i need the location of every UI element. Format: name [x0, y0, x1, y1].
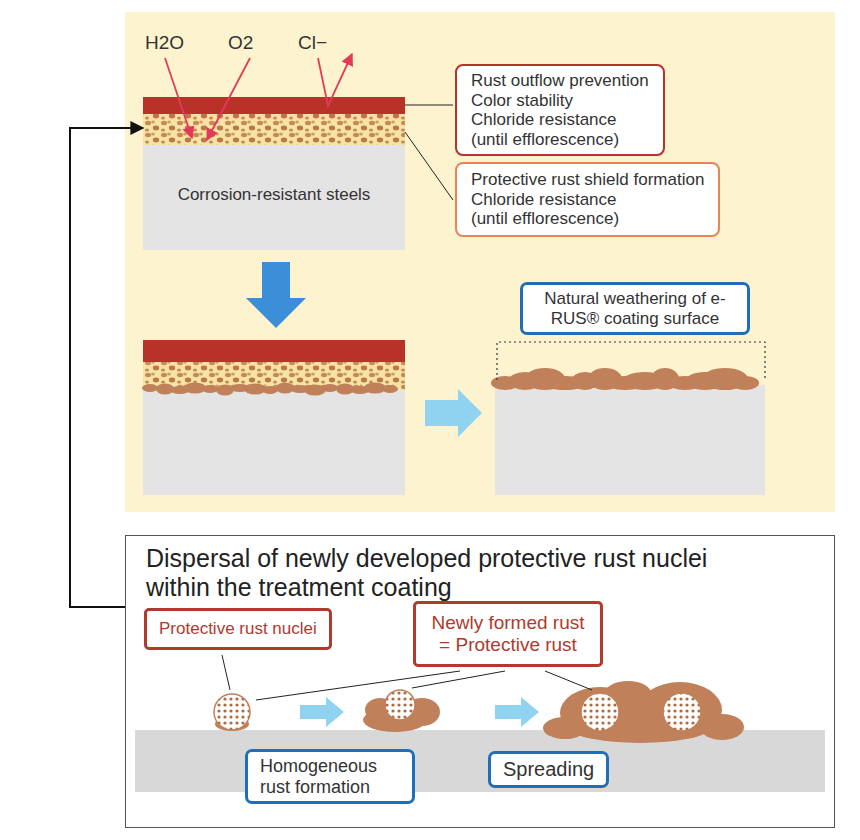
- steel-block-rusting: [322, 384, 338, 392]
- rust-nucleus: [214, 694, 250, 731]
- node-text: Protective rust nuclei: [159, 619, 317, 639]
- leader-line: [405, 105, 453, 106]
- steel-block-weathered: [495, 385, 765, 495]
- step-arrow: [300, 697, 344, 727]
- penetration-arrow: [165, 58, 192, 138]
- penetration-arrow: [318, 54, 352, 106]
- steel-block-rusting: [202, 385, 218, 393]
- steel-block-rusting: [142, 340, 405, 495]
- steel-block-rusting: [142, 384, 158, 392]
- callout-box: Newly formed rust = Protective rust: [413, 601, 603, 667]
- leader-line: [256, 671, 460, 700]
- penetration-arrow: [165, 54, 352, 140]
- right-arrow: [425, 389, 482, 437]
- steel-block-rusting: [262, 386, 278, 394]
- node-text: Spreading: [503, 758, 594, 781]
- rust-growth: [363, 690, 440, 732]
- node-text: Dispersal of newly developed protective …: [146, 544, 736, 602]
- steel-block-rusting: [143, 390, 405, 495]
- node-text: Corrosion-resistant steels: [143, 185, 405, 205]
- node-text: Color stability: [471, 91, 649, 111]
- penetration-arrow: [207, 58, 250, 140]
- callout-box: Rust outflow preventionColor stabilityCh…: [455, 64, 665, 156]
- down-arrow: [246, 262, 306, 328]
- chemical-label: H2O: [145, 32, 184, 54]
- steel-block-rusting: [142, 383, 398, 396]
- steel-block-weathered: [491, 368, 759, 390]
- steel-block-coated: [143, 114, 405, 145]
- rust-spread: [581, 693, 619, 731]
- steel-block-coated: [143, 145, 405, 250]
- process-panel: Dispersal of newly developed protective …: [125, 535, 835, 828]
- steel-block-weathered: [731, 376, 759, 390]
- leader-line: [222, 655, 230, 690]
- stage-box: Homogeneous rust formation: [245, 749, 415, 804]
- leader-line: [405, 132, 453, 200]
- node-text: Natural weathering of e-RUS® coating sur…: [535, 289, 735, 328]
- chemical-label: Cl−: [298, 32, 327, 54]
- node-text: Rust outflow prevention: [471, 71, 649, 91]
- steel-block-weathered: [491, 342, 765, 495]
- callout-box: Protective rust nuclei: [144, 608, 332, 650]
- chemical-label: O2: [228, 32, 253, 54]
- steel-block: Corrosion-resistant steels: [143, 97, 405, 250]
- rust-nucleus: [214, 694, 250, 730]
- rust-spread: [663, 693, 701, 731]
- steel-block-weathered: [497, 342, 765, 380]
- steel-block-coated: [143, 97, 405, 250]
- bottom-panel-ground: [125, 535, 835, 828]
- step-arrow: [495, 697, 539, 727]
- node-text: Chloride resistance (until efflorescence…: [471, 110, 636, 149]
- leader-line: [405, 105, 453, 200]
- steel-block-rusting: [304, 385, 326, 396]
- node-text: Newly formed rust = Protective rust: [428, 612, 588, 656]
- stage-box: Spreading: [488, 751, 609, 788]
- leader-line: [545, 671, 592, 690]
- steel-block-rusting: [143, 340, 405, 362]
- rust-growth: [385, 690, 415, 720]
- node-text: Homogeneous rust formation: [260, 756, 400, 797]
- node-text: Chloride resistance (until efflorescence…: [471, 190, 636, 229]
- rust-spread: [700, 714, 744, 740]
- rust-spread: [543, 681, 744, 743]
- steel-block-rusting: [382, 385, 398, 393]
- node-text: Protective rust shield formation: [471, 170, 704, 190]
- callout-box: Natural weathering of e-RUS® coating sur…: [520, 282, 750, 335]
- leader-line: [412, 671, 505, 688]
- callout-box: Protective rust shield formationChloride…: [455, 162, 720, 237]
- top-panel-ground: [125, 12, 835, 512]
- rust-spread: [543, 717, 587, 739]
